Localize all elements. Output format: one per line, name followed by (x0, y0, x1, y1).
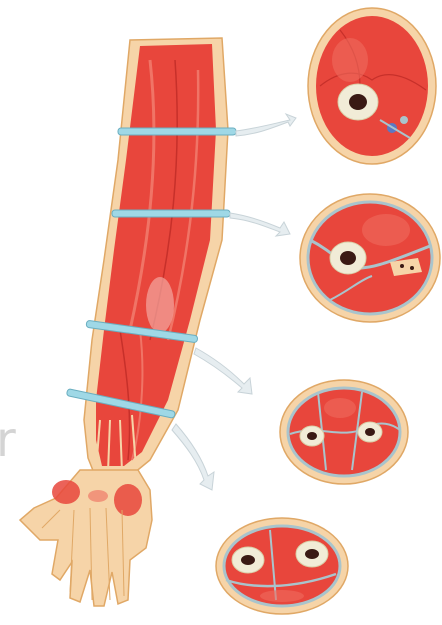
watermark: r (0, 410, 16, 470)
cross-section-proximal-forearm (280, 380, 408, 484)
cross-section-distal-forearm (216, 518, 348, 614)
hand (20, 470, 152, 606)
cross-section-distal-upper-arm (300, 194, 440, 322)
cross-section-upper-arm (308, 8, 436, 164)
